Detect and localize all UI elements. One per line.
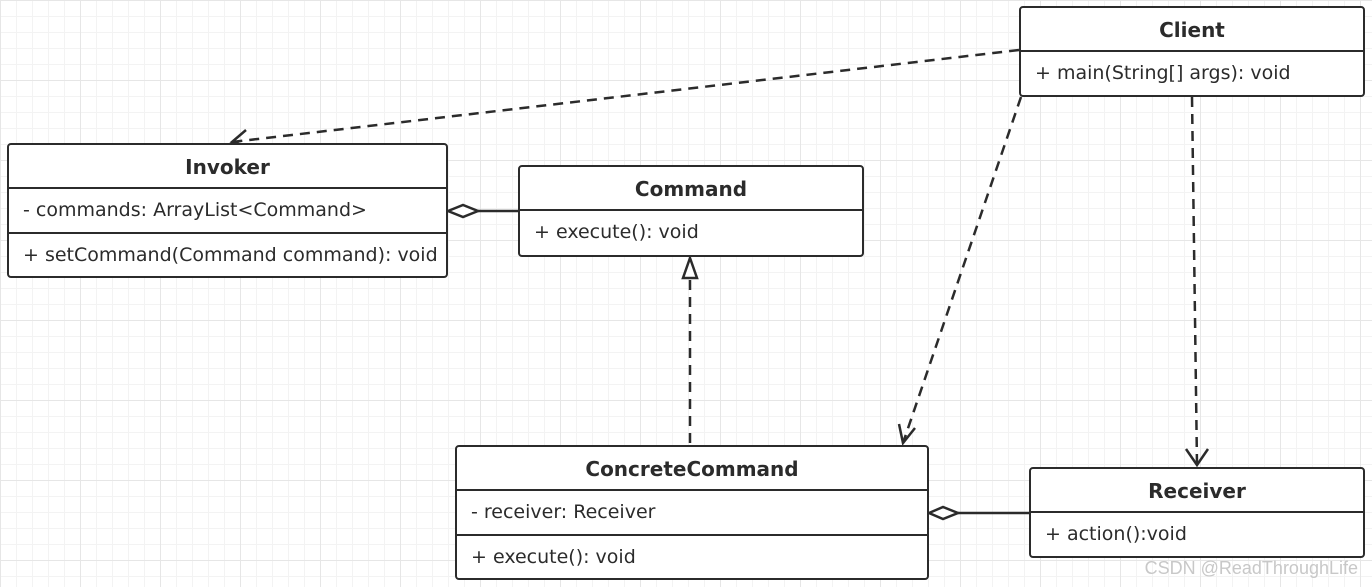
class-name: Client [1021, 8, 1363, 52]
class-client[interactable]: Client + main(String[] args): void [1019, 6, 1365, 97]
methods-section: + action():void [1031, 513, 1363, 556]
class-name: Receiver [1031, 469, 1363, 513]
concretecommand-receiver-aggregation [925, 505, 1029, 521]
class-name: ConcreteCommand [457, 447, 927, 491]
client-invoker-dependency [229, 48, 1020, 149]
method: + setCommand(Command command): void [23, 244, 438, 266]
methods-section: + setCommand(Command command): void [9, 234, 446, 276]
client-concretecommand-dependency [897, 96, 1023, 446]
class-command[interactable]: Command + execute(): void [518, 165, 864, 257]
class-invoker[interactable]: Invoker - commands: ArrayList<Command> +… [7, 143, 448, 278]
invoker-command-aggregation [444, 203, 518, 219]
client-receiver-dependency [1184, 96, 1210, 468]
method: + action():void [1045, 523, 1187, 545]
method: + execute(): void [471, 546, 636, 568]
method: + main(String[] args): void [1035, 62, 1291, 84]
class-receiver[interactable]: Receiver + action():void [1029, 467, 1365, 558]
methods-section: + main(String[] args): void [1021, 52, 1363, 95]
attributes-section: - receiver: Receiver [457, 491, 927, 536]
class-name: Command [520, 167, 862, 211]
class-concrete-command[interactable]: ConcreteCommand - receiver: Receiver + e… [455, 445, 929, 580]
methods-section: + execute(): void [520, 211, 862, 254]
attribute: - commands: ArrayList<Command> [23, 199, 367, 221]
watermark: CSDN @ReadThroughLife [1144, 558, 1358, 578]
class-name: Invoker [9, 145, 446, 189]
methods-section: + execute(): void [457, 536, 927, 578]
method: + execute(): void [534, 221, 699, 243]
concretecommand-command-realization [681, 254, 699, 443]
attribute: - receiver: Receiver [471, 501, 656, 523]
attributes-section: - commands: ArrayList<Command> [9, 189, 446, 234]
